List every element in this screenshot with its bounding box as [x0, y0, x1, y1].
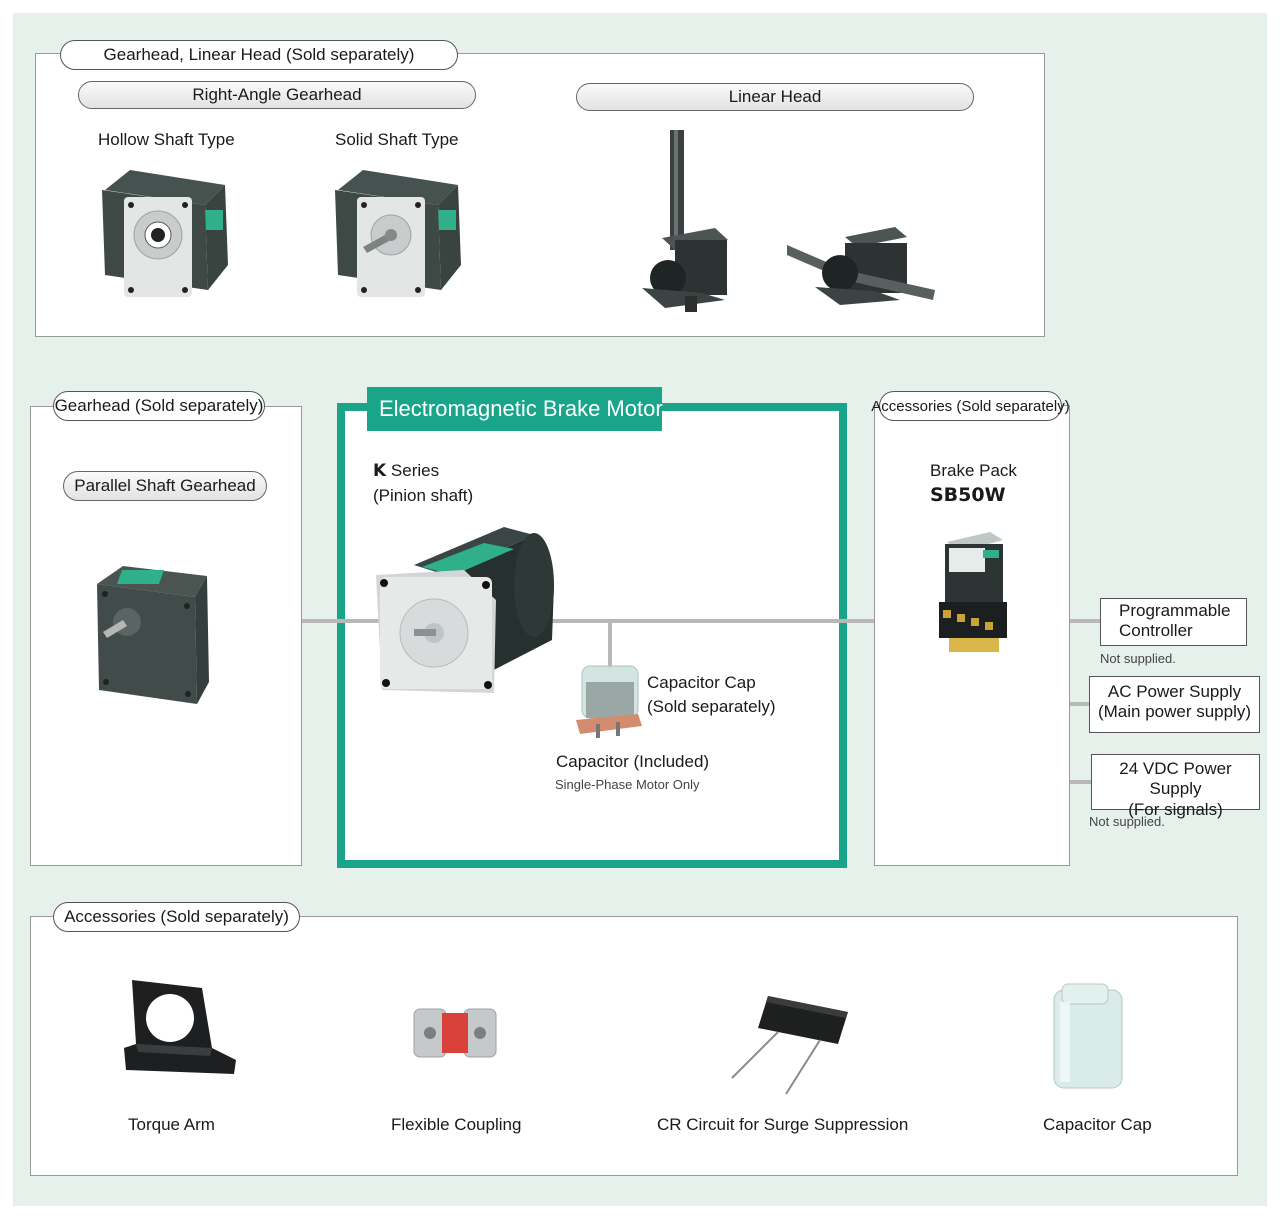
- plc-not-supplied-note: Not supplied.: [1100, 651, 1176, 666]
- capacitor-cap-sold-label: (Sold separately): [647, 697, 776, 716]
- capacitor-connector-line: [608, 621, 612, 669]
- brake-motor-title: Electromagnetic Brake Motor: [367, 387, 663, 431]
- pinion-shaft-label: (Pinion shaft): [373, 486, 474, 505]
- capacitor-cap-image: [1053, 983, 1123, 1089]
- dc-power-supply-box: 24 VDC Power Supply (For signals): [1091, 754, 1260, 819]
- dc-line2: (For signals): [1128, 799, 1223, 819]
- accessories-title: Accessories (Sold separately): [53, 902, 300, 932]
- gearhead-title: Gearhead (Sold separately): [53, 391, 265, 421]
- parallel-shaft-gearhead-label: Parallel Shaft Gearhead: [63, 471, 267, 501]
- plc-line2: Controller: [1119, 621, 1193, 641]
- single-phase-note: Single-Phase Motor Only: [555, 777, 700, 792]
- parallel-shaft-gearhead-image: [97, 566, 209, 704]
- torque-arm-image: [124, 980, 236, 1074]
- linear-head-horizontal-image: [787, 227, 935, 305]
- brake-pack-image: [939, 532, 1007, 652]
- brake-motor-image: [376, 527, 554, 693]
- brake-pack-accessories-title: Accessories (Sold separately): [871, 391, 1070, 421]
- brake-pack-model: SB50W: [930, 484, 1006, 506]
- linear-head-vertical-image: [642, 130, 728, 312]
- plc-line1: Programmable: [1119, 601, 1231, 620]
- accessory-label-flexible-coupling: Flexible Coupling: [391, 1115, 522, 1134]
- solid-shaft-gearhead-image: [335, 170, 461, 297]
- dc-line1: 24 VDC Power Supply: [1119, 759, 1232, 799]
- k-series-label: K Series: [373, 461, 439, 481]
- ac-line2: (Main power supply): [1097, 702, 1252, 722]
- capacitor-with-cap-image: [576, 665, 642, 738]
- accessories-panel: [30, 916, 1238, 1176]
- cr-circuit-image: [731, 996, 848, 1095]
- accessory-label-torque-arm: Torque Arm: [128, 1115, 215, 1134]
- flexible-coupling-image: [413, 1008, 497, 1058]
- main-connection-line: [302, 619, 1100, 623]
- solid-shaft-label: Solid Shaft Type: [335, 130, 459, 149]
- series-name: Series: [386, 461, 440, 480]
- capacitor-cap-label: Capacitor Cap: [647, 673, 756, 692]
- capacitor-included-label: Capacitor (Included): [556, 752, 710, 771]
- gearhead-linear-title: Gearhead, Linear Head (Sold separately): [60, 40, 458, 70]
- hollow-shaft-label: Hollow Shaft Type: [98, 130, 235, 149]
- programmable-controller-box: Programmable Controller: [1100, 598, 1247, 646]
- linear-head-label: Linear Head: [576, 83, 974, 111]
- right-angle-gearhead-label: Right-Angle Gearhead: [78, 81, 476, 109]
- ac-power-supply-box: AC Power Supply (Main power supply): [1089, 676, 1260, 733]
- hollow-shaft-gearhead-image: [102, 170, 228, 297]
- brake-pack-label: Brake Pack: [930, 461, 1017, 480]
- accessory-label-cr-circuit: CR Circuit for Surge Suppression: [657, 1115, 909, 1134]
- series-letter: K: [373, 461, 387, 481]
- ac-line1: AC Power Supply: [1107, 682, 1242, 701]
- dc-not-supplied-note: Not supplied.: [1089, 814, 1165, 829]
- accessory-label-capacitor-cap: Capacitor Cap: [1043, 1115, 1152, 1134]
